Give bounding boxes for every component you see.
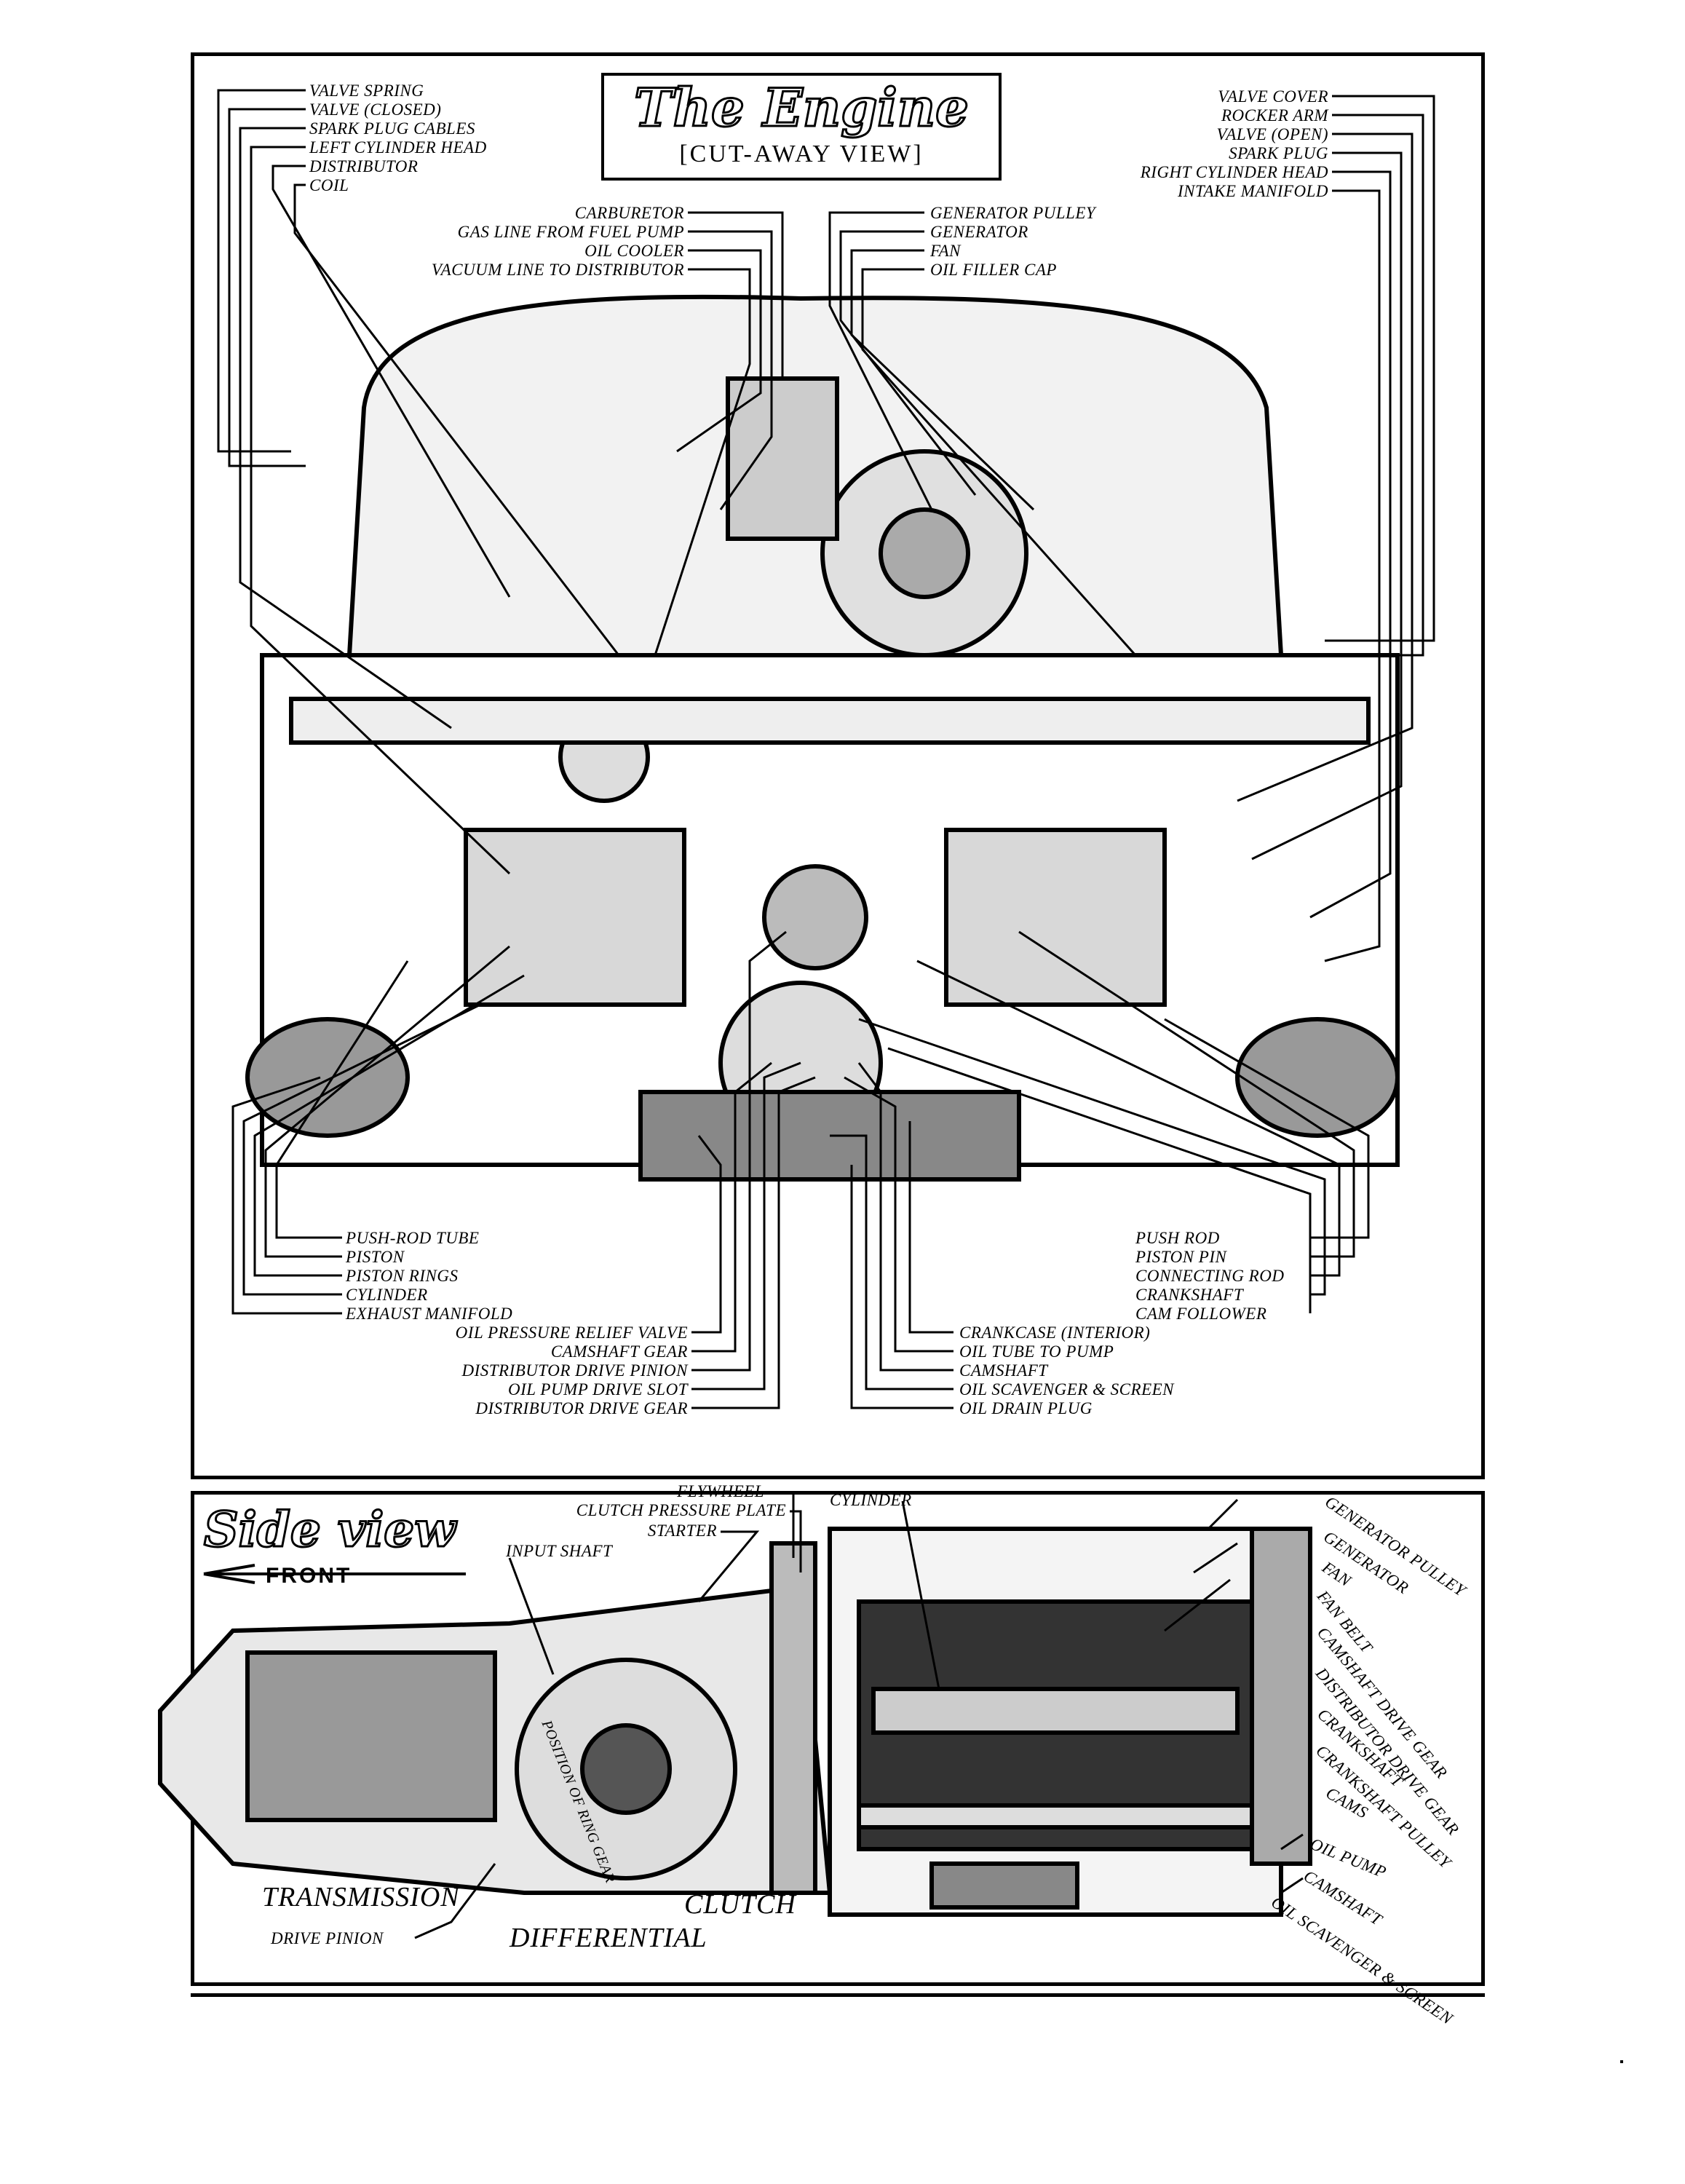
label-clutch: CLUTCH (684, 1889, 796, 1920)
label-transmission: TRANSMISSION (262, 1882, 460, 1912)
label-spark-plug: SPARK PLUG (1229, 144, 1328, 162)
label-piston: PISTON (346, 1248, 405, 1266)
side-view-title: Side view (202, 1500, 456, 1559)
front-label: FRONT (266, 1564, 352, 1588)
diagram-subtitle: [CUT-AWAY VIEW] (679, 141, 924, 167)
label-drive-pinion: DRIVE PINION (271, 1929, 384, 1947)
label-crankcase-interior: CRANKCASE (INTERIOR) (959, 1324, 1151, 1342)
label-starter: STARTER (647, 1522, 717, 1540)
label-valve-closed: VALVE (CLOSED) (309, 100, 442, 119)
label-piston-rings: PISTON RINGS (346, 1267, 459, 1285)
label-carburetor: CARBURETOR (574, 204, 684, 222)
crank-gear (762, 864, 868, 970)
transmission-gears (245, 1650, 497, 1822)
title-box: The Engine [CUT-AWAY VIEW] (601, 73, 1002, 181)
leader-lines-bottom-center (691, 930, 953, 1409)
fan-housing-side (1250, 1527, 1312, 1866)
label-input-shaft: INPUT SHAFT (506, 1542, 613, 1560)
label-cylinder-side: CYLINDER (830, 1491, 912, 1509)
label-coil: COIL (309, 176, 349, 194)
label-right-cylinder-head: RIGHT CYLINDER HEAD (1140, 163, 1328, 181)
leader-lines-top-right (1237, 95, 1435, 962)
left-cylinder (464, 828, 686, 1007)
oil-pan-side (929, 1861, 1079, 1910)
stray-mark (1620, 2060, 1623, 2063)
front-arrow (203, 1564, 466, 1584)
leader-lines-bottom-right (858, 930, 1370, 1313)
leader-lines-top-center (654, 211, 1137, 656)
label-vacuum-line: VACUUM LINE TO DISTRIBUTOR (431, 261, 684, 279)
label-oil-scavenger: OIL SCAVENGER & SCREEN (959, 1380, 1175, 1398)
right-cylinder (944, 828, 1167, 1007)
label-distributor-drive-gear: DISTRIBUTOR DRIVE GEAR (475, 1399, 688, 1417)
label-oil-pressure-relief-valve: OIL PRESSURE RELIEF VALVE (455, 1324, 688, 1342)
label-intake-manifold: INTAKE MANIFOLD (1177, 182, 1328, 200)
label-differential: DIFFERENTIAL (510, 1923, 707, 1953)
side-leader-lines (414, 1491, 1304, 1939)
label-flywheel: FLYWHEEL (677, 1482, 764, 1500)
bottom-rule (191, 1993, 1485, 1997)
left-exhaust (245, 1017, 410, 1138)
right-exhaust (1235, 1017, 1400, 1138)
label-spark-plug-cables: SPARK PLUG CABLES (309, 119, 475, 138)
label-fan: FAN (930, 242, 961, 260)
label-valve-cover: VALVE COVER (1218, 87, 1328, 106)
label-valve-spring: VALVE SPRING (309, 82, 424, 100)
label-piston-pin: PISTON PIN (1135, 1248, 1227, 1266)
label-left-cylinder-head: LEFT CYLINDER HEAD (309, 138, 487, 157)
clutch-flywheel (769, 1541, 817, 1895)
label-push-rod-tube: PUSH-ROD TUBE (346, 1229, 480, 1247)
camshaft-side (857, 1803, 1254, 1829)
leader-lines-bottom-left (231, 945, 525, 1315)
label-rocker-arm: ROCKER ARM (1221, 106, 1328, 124)
label-oil-pump-drive-slot: OIL PUMP DRIVE SLOT (508, 1380, 688, 1398)
crankshaft-side (871, 1687, 1240, 1735)
label-oil-cooler: OIL COOLER (584, 242, 684, 260)
carburetor (726, 376, 839, 541)
label-camshaft: CAMSHAFT (959, 1361, 1048, 1380)
diagram-title: The Engine (633, 76, 970, 139)
label-crankshaft: CRANKSHAFT (1135, 1286, 1244, 1304)
cutaway-panel (191, 52, 1485, 1479)
label-push-rod: PUSH ROD (1135, 1229, 1220, 1247)
label-cam-follower: CAM FOLLOWER (1135, 1305, 1267, 1323)
label-generator: GENERATOR (930, 223, 1028, 241)
label-distributor-drive-pinion: DISTRIBUTOR DRIVE PINION (461, 1361, 688, 1380)
label-oil-drain-plug: OIL DRAIN PLUG (959, 1399, 1093, 1417)
label-cylinder: CYLINDER (346, 1286, 428, 1304)
label-clutch-pressure-plate: CLUTCH PRESSURE PLATE (576, 1501, 786, 1519)
label-oil-tube-to-pump: OIL TUBE TO PUMP (959, 1342, 1114, 1361)
label-oil-filler-cap: OIL FILLER CAP (930, 261, 1057, 279)
label-gas-line: GAS LINE FROM FUEL PUMP (457, 223, 684, 241)
leader-lines-top-left (217, 89, 620, 875)
label-distributor: DISTRIBUTOR (309, 157, 419, 175)
label-valve-open: VALVE (OPEN) (1216, 125, 1328, 143)
label-camshaft-gear: CAMSHAFT GEAR (550, 1342, 688, 1361)
label-connecting-rod: CONNECTING ROD (1135, 1267, 1285, 1285)
label-exhaust-manifold: EXHAUST MANIFOLD (346, 1305, 513, 1323)
label-generator-pulley: GENERATOR PULLEY (930, 204, 1096, 222)
